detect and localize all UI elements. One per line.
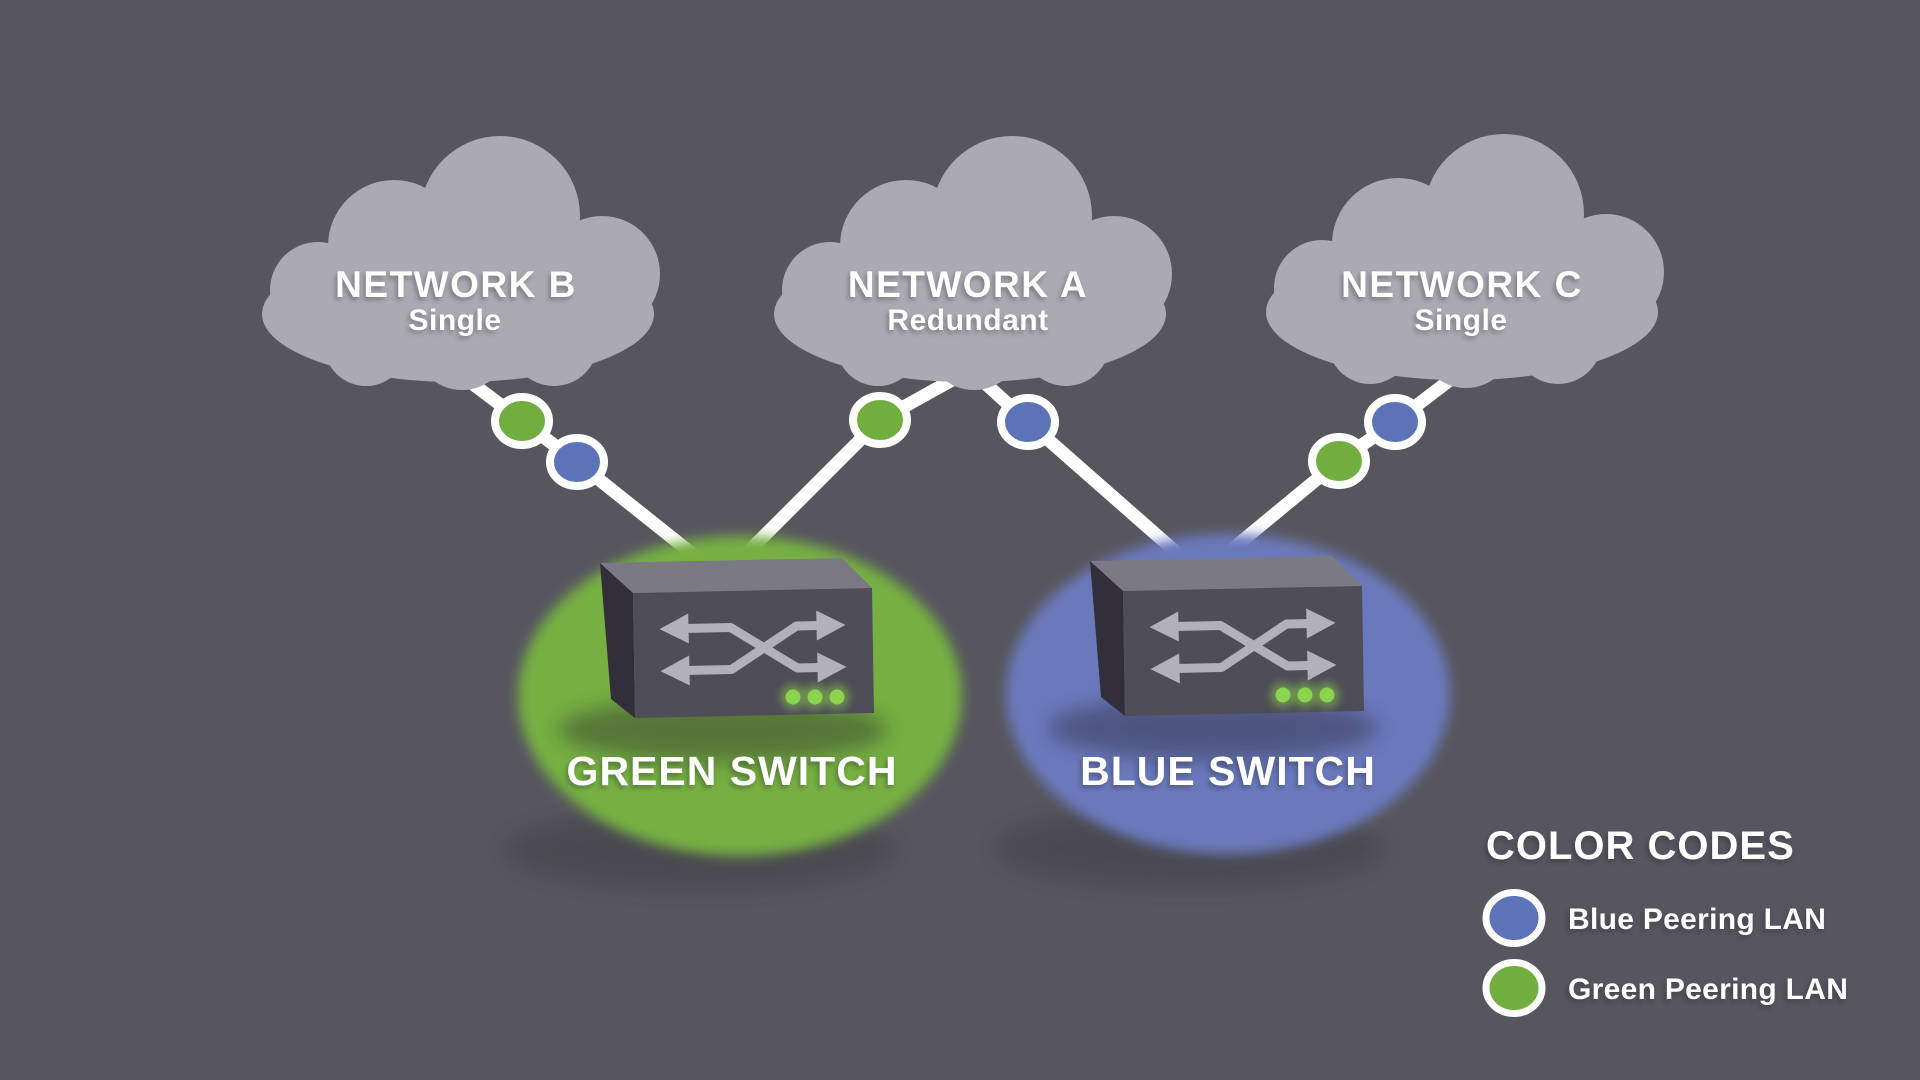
network-a-subtitle: Redundant — [887, 304, 1049, 337]
legend-swatch-green-icon — [1482, 959, 1546, 1017]
green-peering-dot — [849, 392, 911, 448]
network-c-subtitle: Single — [1414, 304, 1508, 337]
network-c-title: NETWORK C — [1341, 264, 1583, 305]
legend-item-blue-label: Blue Peering LAN — [1568, 903, 1827, 936]
connection-networkB-greenswitch — [458, 371, 707, 567]
network-b-subtitle: Single — [408, 304, 502, 337]
legend-title: COLOR CODES — [1486, 824, 1795, 868]
network-a-title: NETWORK A — [847, 264, 1089, 305]
legend-item-green-label: Green Peering LAN — [1568, 973, 1849, 1006]
connection-networkC-blueswitch — [1218, 373, 1457, 562]
cloud-network-c — [1266, 134, 1664, 388]
blue-peering-dot — [997, 394, 1059, 450]
green-peering-dot — [491, 393, 553, 449]
cloud-network-a — [774, 136, 1172, 390]
green-switch-label: GREEN SWITCH — [566, 748, 898, 794]
green-peering-dot — [1308, 433, 1370, 489]
network-b-title: NETWORK B — [335, 264, 577, 305]
blue-peering-dot — [1364, 394, 1426, 450]
cloud-network-b — [262, 136, 660, 390]
blue-switch-label: BLUE SWITCH — [1080, 748, 1376, 794]
blue-peering-dot — [546, 434, 608, 490]
legend-swatch-blue-icon — [1482, 889, 1546, 947]
connection-networkA-greenswitch — [738, 367, 970, 562]
